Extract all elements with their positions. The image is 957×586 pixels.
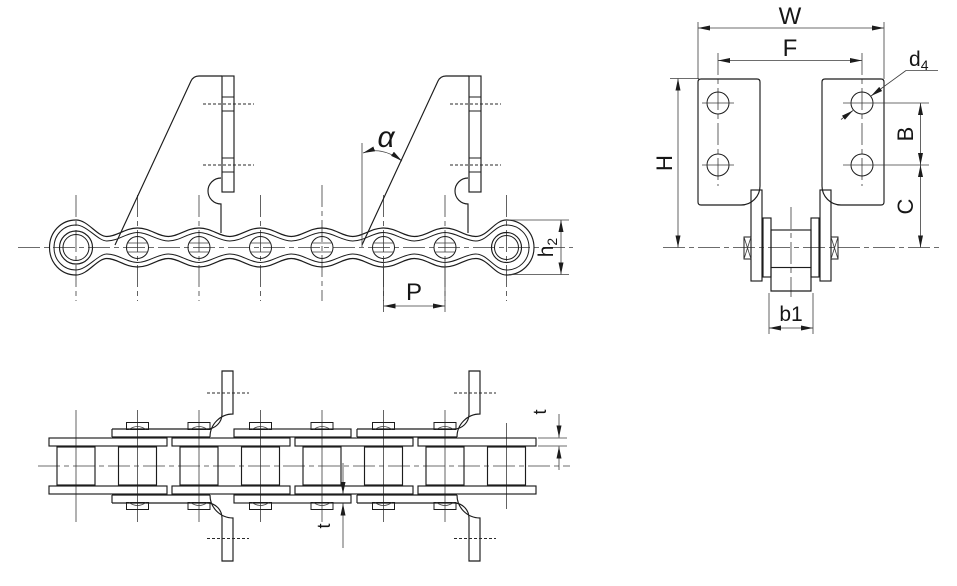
plan-rollers xyxy=(56,446,527,486)
bent-lug-edge-2 xyxy=(468,75,482,193)
bent-lug-2-up xyxy=(453,370,496,438)
right-attachment-plate xyxy=(821,78,885,206)
chain-pins xyxy=(126,236,457,259)
bent-lug-1-down xyxy=(206,494,249,562)
dim-label-b: B xyxy=(893,127,918,142)
dim-hole-span: F xyxy=(718,35,862,63)
dim-overall-width: W xyxy=(697,3,885,79)
dim-lug-drop: C xyxy=(893,165,923,248)
dim-label-h2: h2 xyxy=(535,238,560,258)
left-attachment-plate xyxy=(697,78,761,206)
inner-link-bars xyxy=(48,437,537,495)
end-roller-left xyxy=(58,230,94,265)
dim-label-h2-main: h xyxy=(535,246,558,258)
roller-front xyxy=(770,229,812,269)
dim-label-t-left: t xyxy=(314,523,334,528)
dim-label-d4-sub: 4 xyxy=(921,57,929,73)
end-roller-right xyxy=(490,231,523,264)
bent-lug-edge-1 xyxy=(221,75,235,193)
dim-label-b1: b1 xyxy=(779,303,802,326)
dim-angle-alpha: α xyxy=(361,121,403,247)
pin-end-right xyxy=(830,236,839,260)
front-view: W F d4 H B C xyxy=(652,3,943,334)
plan-view: t t xyxy=(38,370,570,562)
attachment-side-lug-left xyxy=(750,189,763,282)
dim-label-d4-main: d xyxy=(909,48,921,71)
pin-centerlines xyxy=(75,185,507,301)
dim-thickness-left: t xyxy=(314,463,346,548)
gusset-notch-2 xyxy=(454,177,469,233)
gusset-notch-1 xyxy=(207,177,222,233)
attachment-gusset-2 xyxy=(361,75,501,246)
link-plate-contours xyxy=(48,219,535,276)
chain-front-assembly xyxy=(743,189,839,292)
attachment-holes xyxy=(702,91,929,177)
dim-label-w: W xyxy=(779,3,802,30)
pin-end-left xyxy=(743,236,752,260)
dim-thickness-right: t xyxy=(530,409,567,470)
bush-below xyxy=(770,267,812,292)
bent-lug-1-up xyxy=(206,370,249,438)
dim-label-t-right: t xyxy=(530,409,550,414)
dim-label-h2-sub: 2 xyxy=(544,238,560,246)
pin-heads xyxy=(126,422,457,510)
dim-hole-spacing: B xyxy=(893,103,923,165)
dim-label-h: H xyxy=(652,155,677,171)
dim-hole-diameter: d4 xyxy=(840,48,938,120)
dim-inner-width: b1 xyxy=(768,293,814,334)
dim-label-alpha: α xyxy=(377,121,395,154)
dim-label-c: C xyxy=(893,198,918,214)
dim-pitch: P xyxy=(383,258,446,312)
dim-label-d4: d4 xyxy=(909,48,929,73)
dim-attachment-height: H xyxy=(652,78,699,248)
side-view: α P h2 xyxy=(18,75,573,312)
bent-lug-2-down xyxy=(453,494,496,562)
attachment-side-lug-right xyxy=(819,189,832,282)
dim-label-pitch: P xyxy=(406,279,422,306)
attachment-gusset-1 xyxy=(114,75,254,246)
dim-label-f: F xyxy=(783,35,798,62)
dim-link-height: h2 xyxy=(509,219,569,275)
